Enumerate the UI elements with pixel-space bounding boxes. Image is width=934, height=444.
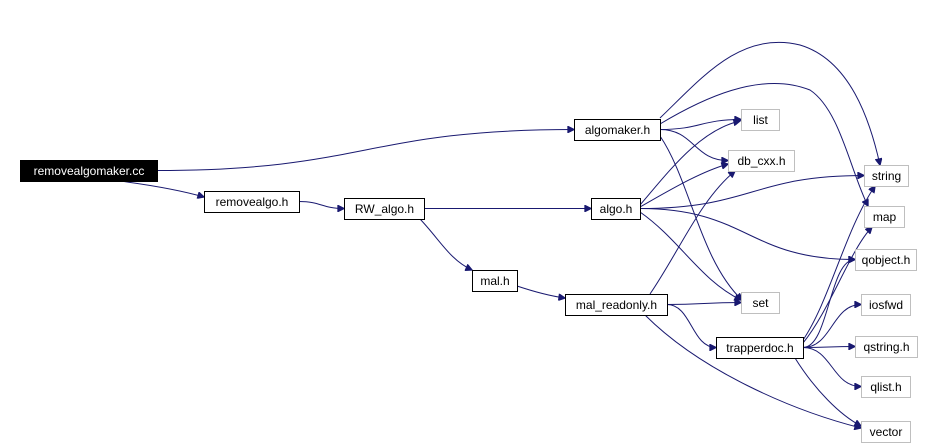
- node-box: [716, 337, 804, 359]
- node-box: [565, 294, 668, 316]
- edge-algo-h-to-db-cxx-h: [639, 164, 728, 208]
- node-box: [741, 109, 780, 131]
- node-label: qobject.h: [862, 253, 911, 267]
- node-map[interactable]: map: [864, 206, 905, 228]
- node-label: string: [872, 169, 901, 183]
- node-box: [855, 336, 918, 358]
- edge-removealgomaker-cc-to-removealgo-h: [119, 180, 204, 197]
- edge-algomaker-h-to-set: [659, 135, 742, 300]
- node-label: removealgomaker.cc: [34, 164, 145, 178]
- node-label: mal.h: [480, 274, 509, 288]
- node-label: iosfwd: [869, 298, 903, 312]
- node-qstring-h[interactable]: qstring.h: [855, 336, 918, 358]
- node-removealgomaker-cc[interactable]: removealgomaker.cc: [20, 160, 158, 182]
- edge-mal-readonly-h-to-vector: [644, 314, 861, 428]
- node-set[interactable]: set: [741, 292, 780, 314]
- node-mal-h[interactable]: mal.h: [472, 270, 518, 292]
- node-box: [472, 270, 518, 292]
- edge-removealgomaker-cc-to-algomaker-h: [156, 130, 574, 171]
- node-box: [855, 249, 917, 271]
- node-algomaker-h[interactable]: algomaker.h: [574, 119, 661, 141]
- node-label: map: [873, 210, 897, 224]
- edge-trapperdoc-h-to-iosfwd: [802, 305, 861, 348]
- node-box: [344, 198, 425, 220]
- edge-algo-h-to-list: [639, 121, 740, 206]
- node-box: [574, 119, 661, 141]
- node-label: vector: [870, 425, 903, 439]
- edge-algo-h-to-qobject-h: [639, 208, 855, 260]
- node-label: qlist.h: [870, 380, 901, 394]
- edge-algomaker-h-to-db-cxx-h: [659, 129, 728, 161]
- edge-trapperdoc-h-to-vector: [794, 357, 861, 426]
- edge-mal-h-to-mal-readonly-h: [516, 285, 565, 298]
- edge-trapperdoc-h-to-qobject-h: [802, 260, 855, 348]
- graph-edges: [119, 41, 880, 428]
- node-vector[interactable]: vector: [861, 421, 911, 443]
- node-string[interactable]: string: [864, 165, 909, 187]
- edge-mal-readonly-h-to-db-cxx-h: [649, 171, 735, 295]
- edge-rw-algo-h-to-mal-h: [419, 218, 472, 270]
- edge-trapperdoc-h-to-string: [802, 186, 875, 341]
- node-removealgo-h[interactable]: removealgo.h: [204, 191, 300, 213]
- edge-algo-h-to-set: [639, 211, 741, 300]
- node-box: [861, 421, 911, 443]
- node-box: [741, 292, 780, 314]
- edge-mal-readonly-h-to-trapperdoc-h: [666, 304, 716, 348]
- edge-mal-readonly-h-to-set: [666, 303, 741, 305]
- edge-removealgo-h-to-rw-algo-h: [298, 201, 344, 209]
- node-algo-h[interactable]: algo.h: [591, 198, 641, 220]
- node-label: RW_algo.h: [355, 202, 414, 216]
- node-rw-algo-h[interactable]: RW_algo.h: [344, 198, 425, 220]
- node-box: [864, 206, 905, 228]
- node-label: set: [752, 296, 769, 310]
- node-label: removealgo.h: [216, 195, 289, 209]
- node-label: qstring.h: [863, 340, 909, 354]
- node-label: trapperdoc.h: [726, 341, 793, 355]
- node-box: [591, 198, 641, 220]
- node-label: db_cxx.h: [737, 154, 785, 168]
- node-qlist-h[interactable]: qlist.h: [861, 376, 911, 398]
- node-trapperdoc-h[interactable]: trapperdoc.h: [716, 337, 804, 359]
- edge-algo-h-to-string: [639, 176, 864, 209]
- node-box: [20, 160, 158, 182]
- node-label: mal_readonly.h: [576, 298, 657, 312]
- node-iosfwd[interactable]: iosfwd: [861, 294, 911, 316]
- edge-algomaker-h-to-map: [659, 82, 868, 206]
- node-list[interactable]: list: [741, 109, 780, 131]
- node-box: [861, 376, 911, 398]
- edge-trapperdoc-h-to-qlist-h: [802, 347, 861, 387]
- edge-algomaker-h-to-list: [659, 120, 741, 130]
- node-qobject-h[interactable]: qobject.h: [855, 249, 917, 271]
- node-label: list: [753, 113, 768, 127]
- edge-algomaker-h-to-string: [659, 41, 880, 165]
- node-label: algo.h: [600, 202, 633, 216]
- node-box: [864, 165, 909, 187]
- node-label: algomaker.h: [585, 123, 650, 137]
- node-db-cxx-h[interactable]: db_cxx.h: [728, 150, 795, 172]
- node-box: [861, 294, 911, 316]
- node-box: [204, 191, 300, 213]
- node-box: [728, 150, 795, 172]
- edge-trapperdoc-h-to-map: [802, 227, 872, 344]
- edge-trapperdoc-h-to-qstring-h: [802, 347, 855, 348]
- node-mal-readonly-h[interactable]: mal_readonly.h: [565, 294, 668, 316]
